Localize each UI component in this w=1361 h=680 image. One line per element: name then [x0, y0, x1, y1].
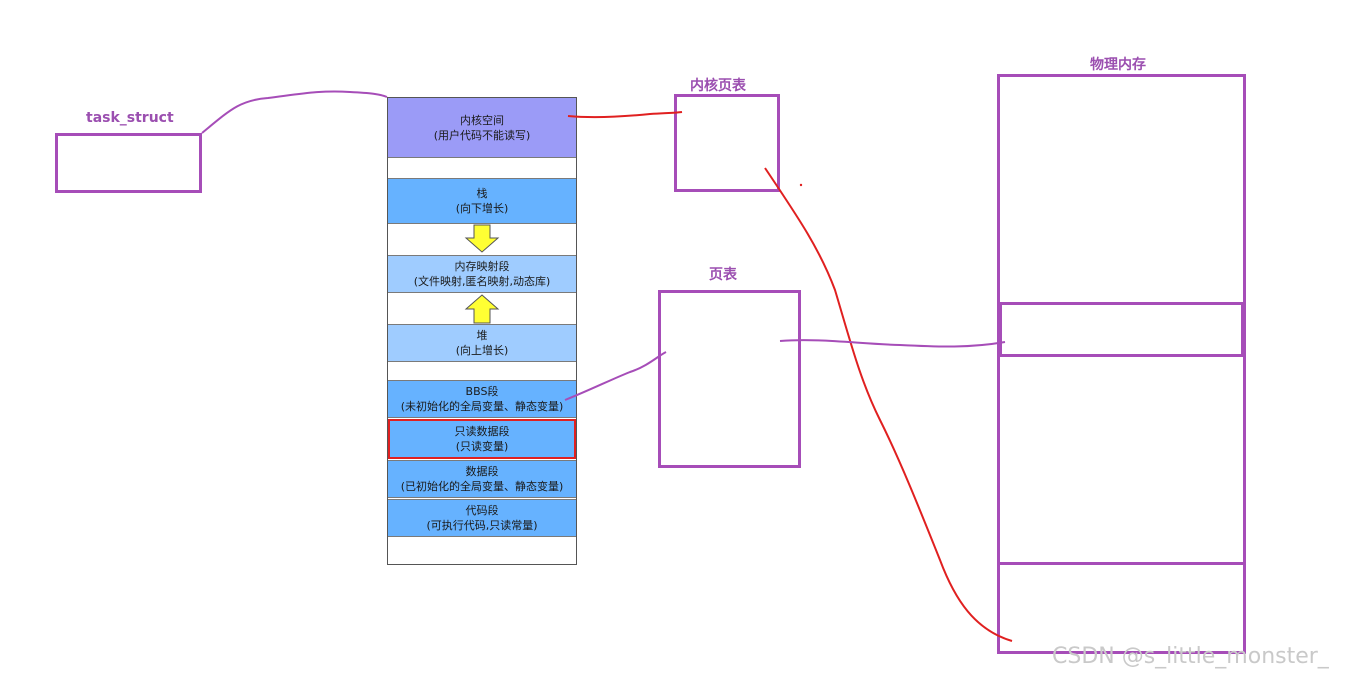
- watermark: CSDN @s_little_monster_: [1052, 644, 1329, 669]
- arrow-up-icon: [464, 294, 500, 324]
- page-table-box: [658, 290, 801, 468]
- task-struct-box: [55, 133, 202, 193]
- stack-desc: (向下增长): [455, 202, 509, 215]
- stack-segment: 栈 (向下增长): [388, 178, 576, 224]
- data-title: 数据段: [465, 465, 499, 478]
- virtual-address-space: 内核空间 (用户代码不能读写) 栈 (向下增长) 内存映射段 (文件映射,匿名映…: [387, 97, 577, 565]
- page-table-to-physical-connector: [779, 339, 1006, 348]
- physical-memory-label: 物理内存: [1090, 57, 1146, 73]
- kernel-space-segment: 内核空间 (用户代码不能读写): [388, 98, 576, 158]
- kernel-page-table-label: 内核页表: [690, 78, 746, 94]
- mmap-desc: (文件映射,匿名映射,动态库): [413, 275, 551, 288]
- task-struct-label: task_struct: [86, 110, 174, 126]
- heap-segment: 堆 (向上增长): [388, 324, 576, 362]
- kernel-to-kernel-page-table-connector: [567, 111, 683, 119]
- data-desc: (已初始化的全局变量、静态变量): [400, 480, 564, 493]
- bss-segment: BBS段 (未初始化的全局变量、静态变量): [388, 380, 576, 418]
- physical-memory-block-user: [999, 302, 1244, 357]
- physical-memory-box: [997, 74, 1246, 654]
- kernel-page-table-box: [674, 94, 780, 192]
- task-struct-connector: [201, 90, 388, 134]
- rodata-title: 只读数据段: [454, 425, 510, 438]
- rodata-desc: (只读变量): [455, 440, 509, 453]
- kernel-space-desc: (用户代码不能读写): [433, 128, 531, 142]
- physical-memory-divider: [997, 562, 1246, 565]
- kernel-page-table-to-physical-connector: [764, 167, 1013, 642]
- bss-title: BBS段: [465, 385, 499, 398]
- heap-title: 堆: [476, 329, 488, 342]
- mmap-segment: 内存映射段 (文件映射,匿名映射,动态库): [388, 255, 576, 293]
- bss-to-page-table-connector: [564, 351, 667, 401]
- text-title: 代码段: [465, 504, 499, 517]
- stray-dot: [799, 183, 803, 187]
- data-segment: 数据段 (已初始化的全局变量、静态变量): [388, 460, 576, 498]
- page-table-label: 页表: [709, 267, 737, 283]
- text-segment: 代码段 (可执行代码,只读常量): [388, 499, 576, 537]
- text-desc: (可执行代码,只读常量): [426, 519, 538, 532]
- kernel-space-title: 内核空间: [460, 113, 504, 127]
- heap-desc: (向上增长): [455, 344, 509, 357]
- rodata-segment: 只读数据段 (只读变量): [388, 419, 576, 459]
- stack-title: 栈: [476, 187, 488, 200]
- bss-desc: (未初始化的全局变量、静态变量): [400, 400, 564, 413]
- arrow-down-icon: [464, 224, 500, 253]
- mmap-title: 内存映射段: [454, 260, 510, 273]
